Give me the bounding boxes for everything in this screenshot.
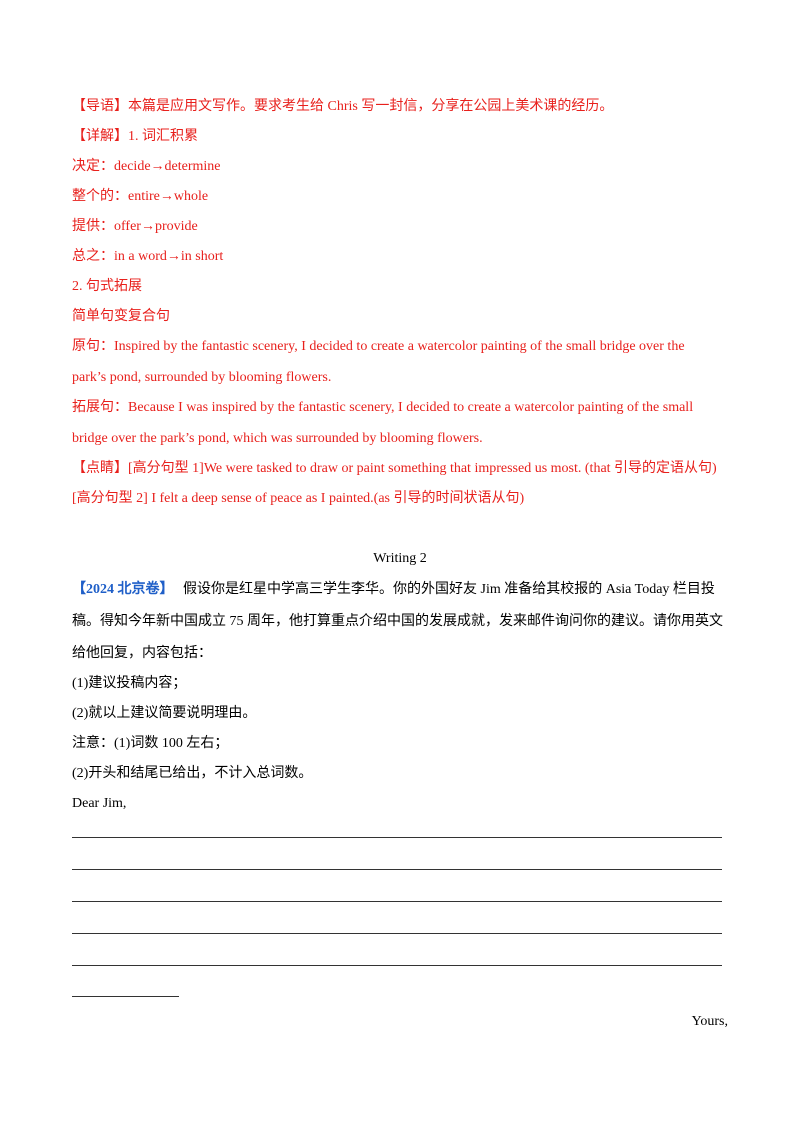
dianjing-line-2: [高分句型 2] I felt a deep sense of peace as… bbox=[72, 491, 525, 506]
answer-line[interactable] bbox=[72, 965, 722, 966]
answer-line[interactable] bbox=[72, 933, 722, 934]
daoyu-line: 【导语】本篇是应用文写作。要求考生给 Chris 写一封信，分享在公园上美术课的… bbox=[72, 99, 614, 114]
sentence-heading: 2. 句式拓展 bbox=[72, 279, 142, 294]
answer-line[interactable] bbox=[72, 869, 722, 870]
vocab-item: 整个的：entire→whole bbox=[72, 189, 209, 204]
exam-source-tag: 【2024 北京卷】 bbox=[72, 582, 174, 597]
prompt-text: 假设你是红星中学高三学生李华。你的外国好友 Jim 准备给其校报的 Asia T… bbox=[183, 582, 715, 597]
prompt-line-2: 稿。得知今年新中国成立 75 周年，他打算重点介绍中国的发展成就，发来邮件询问你… bbox=[72, 614, 723, 629]
prompt-line-3: 给他回复，内容包括： bbox=[72, 646, 212, 661]
answer-line[interactable] bbox=[72, 901, 722, 902]
original-sentence-line-1: 原句：Inspired by the fantastic scenery, I … bbox=[72, 339, 685, 354]
expanded-sentence-line-2: bridge over the park’s pond, which was s… bbox=[72, 431, 483, 446]
note-line: 注意：(1)词数 100 左右； bbox=[72, 736, 229, 751]
letter-closing: Yours, bbox=[691, 1014, 728, 1029]
vocab-item: 决定：decide→determine bbox=[72, 159, 221, 174]
vocab-item: 提供：offer→provide bbox=[72, 219, 198, 234]
prompt-line-1: 【2024 北京卷】 假设你是红星中学高三学生李华。你的外国好友 Jim 准备给… bbox=[72, 580, 715, 600]
expanded-sentence-line-1: 拓展句：Because I was inspired by the fantas… bbox=[72, 400, 694, 415]
answer-line[interactable] bbox=[72, 837, 722, 838]
requirement-item: (1)建议投稿内容； bbox=[72, 676, 187, 691]
answer-line-short[interactable] bbox=[72, 996, 179, 997]
section-title: Writing 2 bbox=[373, 551, 427, 566]
sentence-subheading: 简单句变复合句 bbox=[72, 309, 170, 324]
xiangjie-line: 【详解】1. 词汇积累 bbox=[72, 129, 198, 144]
note-line: (2)开头和结尾已给出，不计入总词数。 bbox=[72, 766, 313, 781]
original-sentence-line-2: park’s pond, surrounded by blooming flow… bbox=[72, 370, 332, 385]
letter-greeting: Dear Jim, bbox=[72, 796, 127, 811]
vocab-item: 总之：in a word→in short bbox=[72, 249, 224, 264]
dianjing-line-1: 【点睛】[高分句型 1]We were tasked to draw or pa… bbox=[72, 461, 717, 476]
requirement-item: (2)就以上建议简要说明理由。 bbox=[72, 706, 257, 721]
